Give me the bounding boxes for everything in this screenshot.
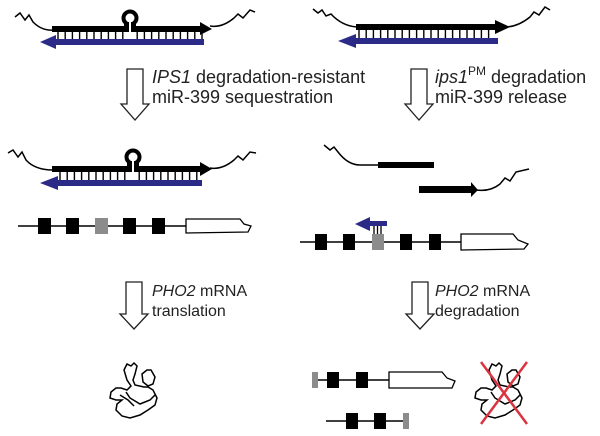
- mirna-399-arrowhead: [338, 34, 356, 48]
- target-site-exon: [372, 234, 384, 250]
- cross-icon: [479, 361, 529, 425]
- down-arrow-left-1: [119, 68, 151, 121]
- pho2-protein-icon: [109, 361, 158, 419]
- ips1pm-cleaved-fragments: [323, 144, 530, 197]
- gene-name-ips1: IPS1: [152, 67, 192, 87]
- pho2-degraded-fragment-1: [312, 371, 456, 389]
- mirna-399-strand: [52, 180, 202, 186]
- ips1-strand-arrowhead: [200, 22, 212, 35]
- exon: [356, 372, 368, 388]
- label-text: degradation-resistant: [191, 67, 366, 87]
- label-text: degradation: [486, 67, 587, 87]
- fragment-5prime: [378, 162, 434, 168]
- exon: [315, 234, 327, 250]
- exon: [429, 234, 441, 250]
- ips1pm-strand-arrowhead: [495, 20, 510, 34]
- down-arrow-left-2: [118, 281, 150, 330]
- exon: [327, 372, 339, 388]
- label-pho2-translation: PHO2 mRNA translation: [152, 282, 247, 322]
- ips1pm-right-tail: [506, 6, 551, 28]
- exon: [343, 234, 355, 250]
- ips1pm-mirna-duplex-top: [312, 6, 551, 48]
- label-ips1pm-release: ips1PM degradation miR-399 release: [435, 64, 587, 107]
- utr-3prime: [388, 371, 456, 389]
- label-text: degradation: [435, 303, 520, 320]
- label-text: translation: [152, 303, 226, 320]
- label-text: miR-399 sequestration: [152, 87, 334, 107]
- mirna-399-strand: [352, 38, 498, 44]
- mirna-399-strand: [52, 39, 204, 45]
- label-text: mRNA: [195, 283, 248, 300]
- label-ips1-sequestration: IPS1 degradation-resistant miR-399 seque…: [152, 67, 365, 107]
- mirna-399-bound: [355, 217, 387, 234]
- mirna-399-arrowhead: [40, 35, 56, 49]
- ips1pm-left-tail: [312, 8, 358, 28]
- base-pairs: [358, 30, 490, 39]
- ips1-mirna-duplex-top: [14, 9, 256, 49]
- target-site-remnant: [312, 372, 318, 388]
- target-site-exon: [95, 218, 108, 234]
- exon: [400, 234, 412, 250]
- ips1pm-strand: [356, 24, 498, 30]
- pho2-protein-absent: [474, 361, 529, 425]
- pho2-degraded-fragment-2: [326, 413, 409, 429]
- base-pairs: [57, 32, 203, 40]
- label-text: miR-399 release: [435, 87, 568, 107]
- pho2-mrna-targeted: [300, 217, 530, 251]
- utr-3prime: [460, 233, 530, 251]
- fragment-3prime: [419, 186, 474, 193]
- exon: [38, 218, 51, 234]
- superscript-pm: PM: [468, 64, 487, 78]
- ips1-mirna-complex-mid: [7, 148, 257, 190]
- ips1-strand: [52, 26, 202, 32]
- down-arrow-right-1: [403, 68, 435, 121]
- pho2-mrna-intact: [18, 218, 252, 234]
- base-pairs: [59, 172, 198, 181]
- gene-name-pho2: PHO2: [152, 283, 196, 300]
- utr-3prime: [185, 218, 252, 234]
- exon: [346, 413, 358, 429]
- ips1-left-tail: [14, 11, 54, 31]
- gene-name-ips1pm: ips1: [435, 67, 469, 87]
- ips1-right-tail: [209, 9, 256, 28]
- exon: [374, 413, 386, 429]
- exon: [123, 218, 136, 234]
- down-arrow-right-2: [404, 281, 436, 330]
- exon: [66, 218, 79, 234]
- label-text: mRNA: [478, 283, 531, 300]
- target-site-remnant: [403, 413, 409, 429]
- gene-name-pho2: PHO2: [435, 283, 479, 300]
- label-pho2-degradation: PHO2 mRNA degradation: [435, 282, 530, 322]
- exon: [152, 218, 165, 234]
